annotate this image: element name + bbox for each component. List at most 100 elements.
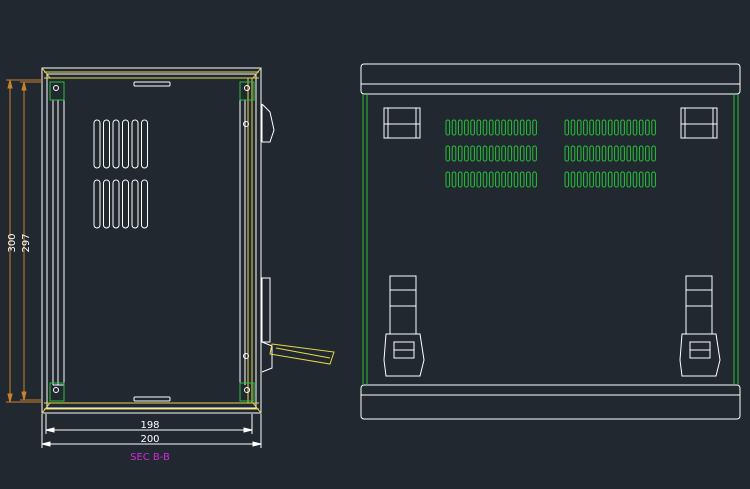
horizontal-dimensions [41, 414, 262, 448]
vent-slot [470, 145, 475, 162]
vent-slot [495, 119, 500, 136]
vent-slot [614, 171, 619, 188]
vent-slot [645, 171, 650, 188]
vent-slot [513, 119, 519, 136]
vent-slot [601, 145, 607, 162]
vent-slot [626, 145, 632, 162]
vent-slot [532, 119, 537, 136]
vent-slot [595, 145, 601, 162]
vent-slot [589, 171, 594, 188]
vent-slot [526, 171, 531, 188]
vent-slot [141, 179, 148, 229]
front-handle-right [680, 107, 718, 139]
vent-slot [470, 171, 475, 188]
vent-slot [526, 145, 531, 162]
corner-brackets [49, 81, 255, 402]
front-latch-left [383, 275, 425, 377]
vent-slot [632, 171, 638, 188]
vent-slot [501, 119, 506, 136]
side-latch-upper [261, 103, 275, 143]
vent-slot [645, 145, 650, 162]
vent-slot [570, 171, 576, 188]
vent-slot [651, 171, 656, 188]
vent-slot [638, 119, 644, 136]
vent-slot [445, 171, 451, 188]
vent-slot [103, 119, 110, 169]
vent-slot [607, 119, 613, 136]
vent-slot [601, 119, 607, 136]
section-outer-frame [41, 67, 262, 414]
front-handle-left [383, 107, 421, 139]
vent-slot [93, 179, 101, 229]
front-bottom-base [360, 384, 741, 420]
vent-slot [470, 119, 475, 136]
slanted-handle [269, 343, 335, 365]
section-label: SEC B-B [130, 452, 170, 463]
front-top-lid [360, 63, 741, 95]
section-view-b-b [41, 67, 335, 414]
vent-slot [583, 171, 588, 188]
vent-slot [519, 171, 525, 188]
vent-slot [576, 171, 582, 188]
vent-slot [583, 119, 588, 136]
front-vent-slots [445, 119, 656, 188]
vent-slot [583, 145, 588, 162]
vent-slot [464, 145, 469, 162]
vent-slot [564, 171, 570, 188]
vent-slot [513, 171, 519, 188]
vent-slot [464, 119, 469, 136]
vent-slot [482, 145, 488, 162]
yellow-rails [44, 71, 259, 410]
top-slot [133, 81, 171, 87]
vent-slot [638, 171, 644, 188]
front-view [360, 63, 741, 420]
vent-slot [501, 145, 506, 162]
vent-slot [103, 179, 110, 229]
vent-slot [451, 145, 457, 162]
vertical-dimensions [6, 79, 42, 403]
vent-slot [632, 145, 638, 162]
vent-slot [122, 119, 129, 169]
vent-slot [645, 119, 650, 136]
vent-slot [601, 171, 607, 188]
vent-slot [576, 145, 582, 162]
vent-slot [626, 171, 632, 188]
vent-slot [112, 179, 120, 229]
front-latch-right [679, 275, 721, 377]
vent-slot [488, 145, 494, 162]
vent-slot [595, 119, 601, 136]
vent-slot [451, 171, 457, 188]
bottom-slot [133, 396, 171, 402]
vent-slot [451, 119, 457, 136]
vent-slot [632, 119, 638, 136]
vent-slot [476, 119, 482, 136]
dimension-width-inner: 198 [140, 420, 159, 431]
dimension-width-outer: 200 [140, 434, 159, 445]
vent-slot [532, 145, 537, 162]
vent-slot [93, 119, 101, 169]
corner-bevels [41, 67, 262, 414]
vent-slot [614, 145, 619, 162]
vent-slot [457, 171, 463, 188]
vent-slot [482, 171, 488, 188]
vent-slot [488, 119, 494, 136]
vent-slot [507, 145, 513, 162]
front-side-walls [362, 94, 739, 385]
vent-slot [131, 179, 139, 229]
vent-slot [476, 145, 482, 162]
dimension-height-outer: 300 [7, 233, 18, 252]
vent-slot [464, 171, 469, 188]
vent-slot [532, 171, 537, 188]
left-side-wall [52, 99, 65, 386]
vent-slot [570, 145, 576, 162]
corner-screws [53, 85, 250, 393]
vent-slot [570, 119, 576, 136]
vent-slot [651, 119, 656, 136]
vent-slot [495, 145, 500, 162]
vent-slot [457, 119, 463, 136]
vent-slot [564, 119, 570, 136]
vent-slot [564, 145, 570, 162]
vent-slot [122, 179, 129, 229]
vent-slot [638, 145, 644, 162]
